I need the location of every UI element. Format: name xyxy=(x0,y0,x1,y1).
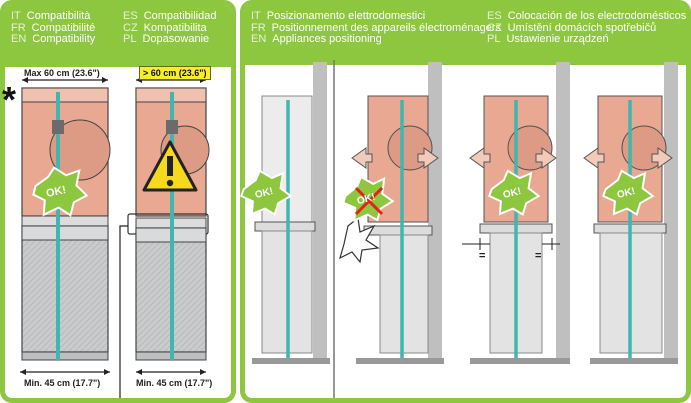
washer-body xyxy=(21,225,109,353)
min-depth-label: Min. 45 cm (17.7") xyxy=(136,378,213,388)
equal-gap-label: = xyxy=(479,250,486,262)
arrow-left-icon xyxy=(20,369,26,375)
arrow-right-icon xyxy=(102,77,108,83)
stacking-kit-shelf xyxy=(254,221,316,232)
positioning-not-ok xyxy=(339,62,444,364)
floor xyxy=(470,358,570,364)
arrow-right-icon xyxy=(200,369,206,375)
ok-badge xyxy=(488,169,541,216)
max-width-label: Max 60 cm (23.6") xyxy=(24,68,100,78)
dryer-door xyxy=(49,119,111,181)
arrow-right-icon xyxy=(104,369,110,375)
wall xyxy=(428,62,442,362)
ok-badge xyxy=(32,166,89,217)
cross-icon xyxy=(354,186,384,216)
stack-compatible xyxy=(20,77,111,375)
wall xyxy=(556,62,570,362)
dryer-top-panel xyxy=(21,87,109,103)
positioning-ok-centered xyxy=(462,62,570,364)
washer-body xyxy=(379,234,429,354)
floor xyxy=(252,358,330,364)
floor xyxy=(590,358,678,364)
washer-base xyxy=(21,351,109,361)
arrow-left-icon xyxy=(22,77,28,83)
warning-icon xyxy=(142,140,198,192)
double-arrow-icon xyxy=(351,147,439,169)
stacking-kit-shelf xyxy=(21,215,109,227)
over-width-badge: > 60 cm (23.6") xyxy=(139,66,211,80)
asterisk-mark: * xyxy=(2,79,17,120)
wall xyxy=(313,62,327,362)
washer-top-panel xyxy=(21,225,109,241)
ok-badge xyxy=(602,169,655,216)
hose-connector xyxy=(166,120,178,134)
equal-gap-label: = xyxy=(535,250,542,262)
impact-burst-icon xyxy=(339,216,380,264)
positioning-ok-wall xyxy=(240,62,330,364)
callout-leader-line xyxy=(119,225,128,398)
positioning-ok-right xyxy=(583,62,678,364)
wall xyxy=(664,62,678,362)
stacking-kit-shelf xyxy=(363,225,433,236)
floor xyxy=(356,358,444,364)
double-arrow-icon xyxy=(583,147,673,169)
stack-oversize xyxy=(119,77,210,398)
min-depth-label: Min. 45 cm (17.7") xyxy=(24,378,101,388)
arrow-left-icon xyxy=(136,369,142,375)
hose-connector xyxy=(52,120,64,134)
double-arrow-icon xyxy=(469,147,557,169)
ok-badge xyxy=(240,169,293,216)
equal-gap-markers xyxy=(462,238,560,250)
